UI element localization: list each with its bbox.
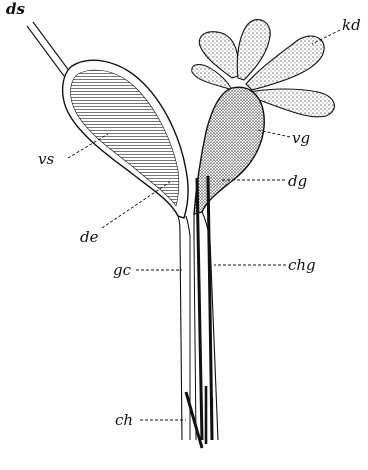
label-chg: chg	[288, 256, 316, 274]
gland-body-vg	[194, 87, 264, 214]
gland-lobes-kd	[192, 20, 335, 117]
label-ds: ds	[6, 0, 25, 18]
duct-ds	[27, 22, 70, 76]
label-de: de	[80, 228, 99, 246]
chitin-rods-chg	[197, 176, 212, 440]
label-vs: vs	[38, 150, 54, 168]
label-dg: dg	[288, 172, 307, 190]
label-ch: ch	[115, 411, 133, 429]
label-gc: gc	[113, 261, 132, 279]
label-kd: kd	[342, 16, 361, 34]
label-vg: vg	[292, 129, 310, 147]
duct-de	[178, 216, 190, 236]
vesicle-vs	[63, 60, 189, 218]
